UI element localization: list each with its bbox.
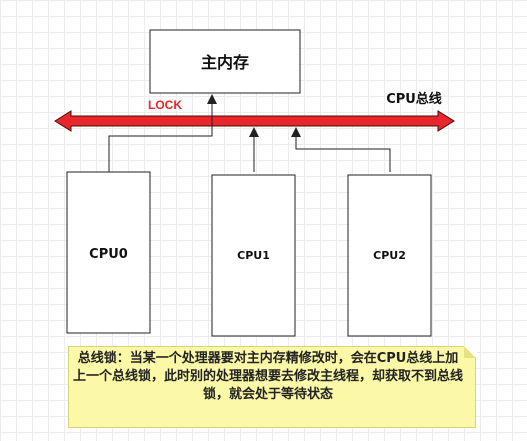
main-memory-box: 主内存 xyxy=(149,29,301,94)
cpu0-box: CPU0 xyxy=(66,171,151,334)
cpu2-to-bus-connector xyxy=(291,127,391,172)
cpu2-label: CPU2 xyxy=(373,249,406,262)
cpu0-label: CPU0 xyxy=(89,247,128,262)
cpu1-box: CPU1 xyxy=(211,174,296,337)
cpu1-label: CPU1 xyxy=(237,249,270,262)
lock-label: LOCK xyxy=(148,98,182,112)
cpu2-box: CPU2 xyxy=(347,174,432,337)
bus-lock-note: 总线锁：当某一个处理器要对主内存精修改时，会在CPU总线上加上一个总线锁，此时别… xyxy=(68,346,476,428)
main-memory-label: 主内存 xyxy=(201,53,249,72)
bus-lock-note-text: 总线锁：当某一个处理器要对主内存精修改时，会在CPU总线上加上一个总线锁，此时别… xyxy=(73,351,464,402)
cpu-bus-label: CPU总线 xyxy=(386,91,442,107)
cpu-bus xyxy=(54,110,455,132)
cpu-bus-arrow xyxy=(54,110,455,132)
note-folded-corner xyxy=(464,346,476,358)
cpu0-to-memory-connector xyxy=(108,94,217,172)
